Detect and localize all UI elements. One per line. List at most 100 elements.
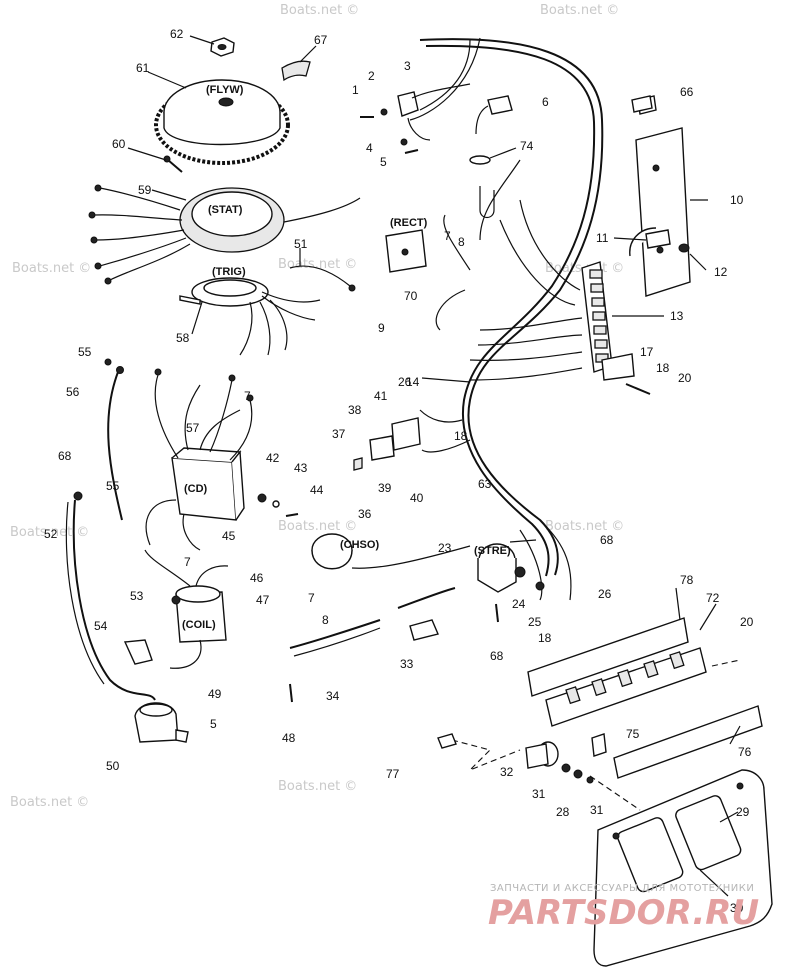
callout: 9 (378, 321, 385, 335)
plug-6 (469, 95, 513, 219)
callout: 5 (210, 717, 217, 731)
callout: 72 (706, 591, 720, 605)
wire-52 (72, 499, 156, 701)
callout: 8 (458, 235, 465, 249)
component-3 (397, 91, 419, 117)
screw-60 (163, 155, 183, 173)
leader-lines (127, 35, 741, 897)
clip-66 (631, 95, 653, 113)
callout: 63 (478, 477, 492, 491)
callout: 8 (322, 613, 329, 627)
callout: 77 (386, 767, 400, 781)
component-label-trig: (TRIG) (212, 266, 246, 278)
wire-56 (107, 371, 123, 521)
callout: 25 (528, 615, 542, 629)
callout: 56 (66, 385, 80, 399)
component-label-coil: (COIL) (182, 619, 216, 631)
stator: (STAT) (88, 184, 361, 285)
callout: 10 (730, 193, 744, 207)
callout: 68 (600, 533, 614, 547)
starter-solenoid: (STRE) (474, 543, 526, 593)
callout: 54 (94, 619, 108, 633)
callout: 50 (106, 759, 120, 773)
flywheel-key (281, 60, 311, 82)
callout: 23 (438, 541, 452, 555)
callout: 68 (490, 649, 504, 663)
strip-76 (613, 705, 763, 779)
clamp-33 (409, 619, 439, 641)
callout: 31 (532, 787, 546, 801)
callout: 18 (538, 631, 552, 645)
component-38 (369, 435, 395, 461)
callout: 66 (680, 85, 694, 99)
callout: 26 (598, 587, 612, 601)
callout: 74 (520, 139, 534, 153)
callout: 62 (170, 27, 184, 41)
clip-75 (591, 733, 607, 757)
callout: 59 (138, 183, 152, 197)
cd-module: (CD) (145, 368, 254, 551)
component-41 (391, 417, 421, 451)
callout: 37 (332, 427, 346, 441)
watermark: Boats.net © (280, 3, 359, 18)
callout: 76 (738, 745, 752, 759)
component-label-chso: (CHSO) (340, 539, 379, 551)
callout: 18 (454, 429, 468, 443)
switch-50 (134, 702, 189, 743)
callout: 32 (500, 765, 514, 779)
callout: 7 (184, 555, 191, 569)
callout: 17 (640, 345, 654, 359)
callout: 52 (44, 527, 58, 541)
callout: 40 (410, 491, 424, 505)
callout: 78 (680, 573, 694, 587)
callout: 29 (736, 805, 750, 819)
watermark: Boats.net © (12, 261, 91, 276)
callout: 5 (380, 155, 387, 169)
callout: 34 (326, 689, 340, 703)
callout: 46 (250, 571, 264, 585)
callout: 28 (556, 805, 570, 819)
callout: 31 (590, 803, 604, 817)
callout: 60 (112, 137, 126, 151)
callout: 68 (58, 449, 72, 463)
callout: 20 (740, 615, 754, 629)
callout: 51 (294, 237, 308, 251)
callout: 42 (266, 451, 280, 465)
flywheel-nut (210, 37, 235, 57)
callout: 2 (368, 69, 375, 83)
callout: 30 (730, 901, 744, 915)
dashed-line-77 (451, 739, 521, 771)
callout: 39 (378, 481, 392, 495)
callout-layer: 62 67 61 60 59 51 58 55 56 57 7 68 55 52… (44, 27, 754, 915)
plate-30 (593, 769, 773, 967)
callout: 49 (208, 687, 222, 701)
watermark-layer: Boats.net © Boats.net © Boats.net © Boat… (10, 3, 624, 810)
callout: 7 (444, 229, 451, 243)
callout: 53 (130, 589, 144, 603)
callout: 44 (310, 483, 324, 497)
callout: 14 (406, 375, 420, 389)
watermark: Boats.net © (278, 519, 357, 534)
wiring-harness (409, 37, 604, 601)
watermark: Boats.net © (278, 257, 357, 272)
choke-solenoid: (CHSO) (311, 533, 471, 570)
callout: 61 (136, 61, 150, 75)
trigger: (TRIG) (179, 266, 321, 356)
wire-51 (289, 265, 351, 287)
callout: 7 (308, 591, 315, 605)
watermark: Boats.net © (10, 525, 89, 540)
bracket-17 (601, 353, 635, 381)
callout: 33 (400, 657, 414, 671)
callout: 18 (656, 361, 670, 375)
component-label-cd: (CD) (184, 483, 208, 495)
cable-34 (289, 619, 381, 649)
callout: 36 (358, 507, 372, 521)
terminal-strip-72 (527, 617, 707, 727)
callout: 58 (176, 331, 190, 345)
watermark: Boats.net © (278, 779, 357, 794)
callout: 57 (186, 421, 200, 435)
rectifier: (RECT) (385, 217, 428, 273)
callout: 45 (222, 529, 236, 543)
callout: 67 (314, 33, 328, 47)
flywheel: (FLYW) (154, 79, 290, 165)
